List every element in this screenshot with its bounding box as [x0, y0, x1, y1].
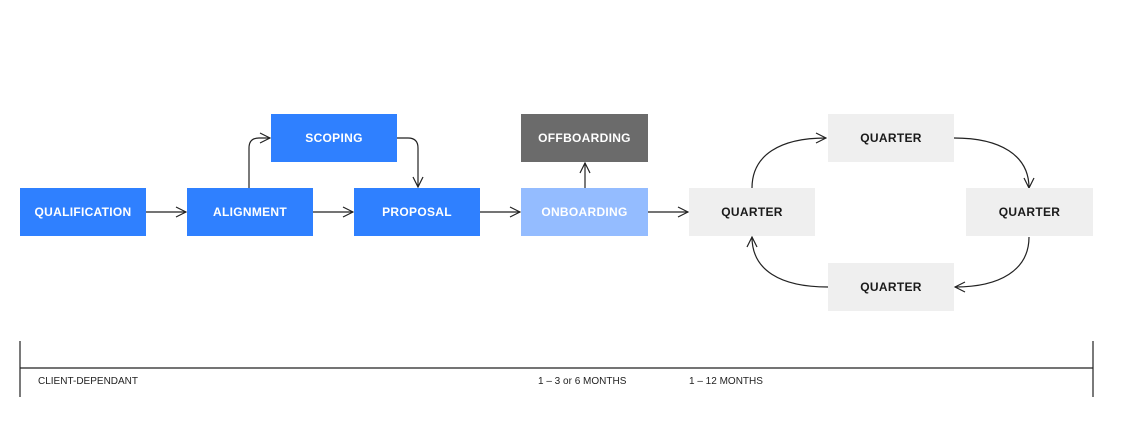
- quarter-top-label: QUARTER: [860, 131, 922, 145]
- arrow-scoping-proposal: [397, 137, 418, 187]
- timeline-label-quarters-duration: 1 – 12 MONTHS: [689, 376, 763, 387]
- quarter-node-bottom: QUARTER: [828, 263, 954, 311]
- qualification-node: QUALIFICATION: [20, 188, 146, 236]
- quarter-left-label: QUARTER: [721, 205, 783, 219]
- scoping-label: SCOPING: [305, 131, 363, 145]
- onboarding-node: ONBOARDING: [521, 188, 648, 236]
- quarter-node-top: QUARTER: [828, 114, 954, 162]
- timeline-label-onboarding-duration: 1 – 3 or 6 MONTHS: [538, 376, 627, 387]
- alignment-label: ALIGNMENT: [212, 205, 288, 219]
- qualification-label: QUALIFICATION: [34, 205, 132, 219]
- timeline-label-client-dependant: CLIENT-DEPENDANT: [38, 376, 139, 387]
- proposal-label: PROPOSAL: [382, 205, 452, 219]
- offboarding-node: OFFBOARDING: [521, 114, 648, 162]
- quarter-bottom-label: QUARTER: [860, 280, 922, 294]
- quarter-right-label: QUARTER: [998, 205, 1061, 219]
- arrow-alignment-scoping: [248, 138, 270, 188]
- scoping-node: SCOPING: [271, 114, 397, 162]
- arrow-quarter-left-top: [751, 138, 826, 189]
- quarter-node-left: QUARTER: [689, 188, 815, 236]
- proposal-node: PROPOSAL: [354, 188, 480, 236]
- arrow-quarter-right-bottom: [955, 236, 1030, 287]
- quarter-node-right: QUARTER: [966, 188, 1093, 236]
- onboarding-label: ONBOARDING: [541, 205, 628, 219]
- alignment-node: ALIGNMENT: [187, 188, 313, 236]
- arrow-quarter-top-right: [953, 137, 1029, 188]
- arrow-quarter-bottom-left: [752, 237, 829, 288]
- offboarding-label: OFFBOARDING: [538, 131, 631, 145]
